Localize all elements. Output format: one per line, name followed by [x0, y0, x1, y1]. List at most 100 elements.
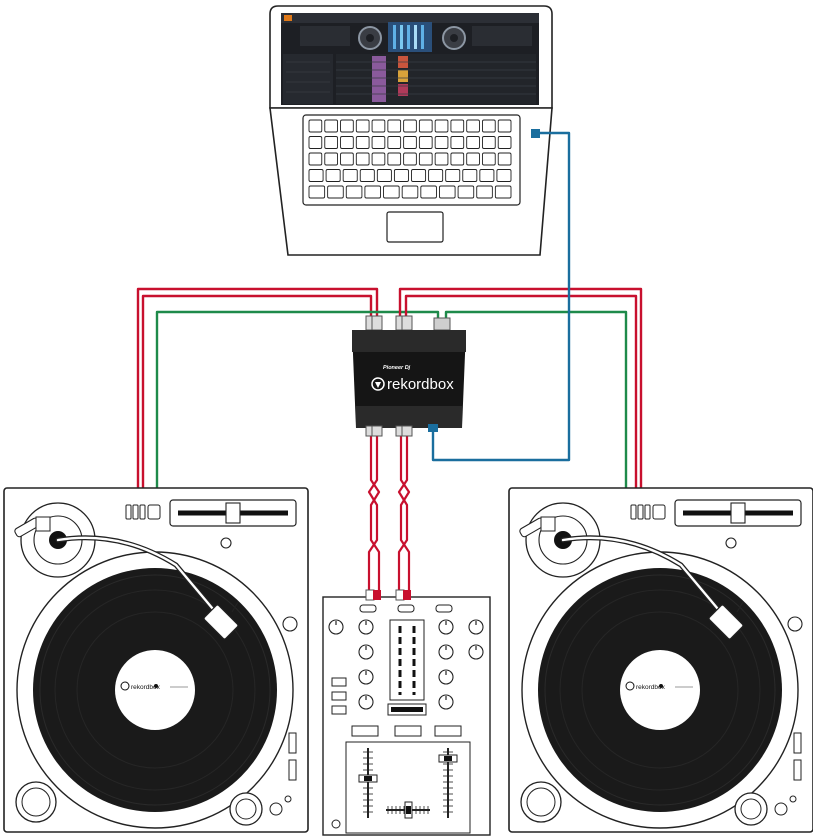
- keyboard-key: [327, 185, 344, 199]
- audio-interface: Pioneer Dj rekordbox: [352, 315, 466, 437]
- keyboard-key: [371, 136, 386, 149]
- channel-fader-left: [358, 748, 378, 818]
- keyboard-key: [428, 169, 444, 182]
- keyboard-key: [308, 152, 323, 166]
- mixer-knob: [358, 669, 374, 685]
- keyboard-key: [340, 152, 354, 166]
- keyboard-keys: [308, 119, 512, 199]
- keyboard-key: [371, 152, 386, 166]
- keyboard-key: [308, 136, 323, 149]
- keyboard-key: [434, 152, 449, 166]
- keyboard-key: [439, 185, 456, 199]
- keyboard-key: [340, 119, 354, 133]
- keyboard-key: [420, 185, 437, 199]
- headshell: [708, 604, 744, 640]
- keyboard-key: [434, 136, 449, 149]
- cable-right-ground: [444, 310, 628, 488]
- cable-left-ground: [155, 310, 440, 488]
- keyboard-key: [308, 169, 324, 182]
- turntable-right: rekordbox: [508, 487, 813, 833]
- laptop-trackpad: [386, 211, 444, 243]
- keyboard-key: [324, 119, 338, 133]
- keyboard-key: [364, 185, 381, 199]
- keyboard-key: [403, 152, 417, 166]
- interface-brand: Pioneer Dj: [383, 365, 411, 371]
- keyboard-key: [466, 136, 480, 149]
- keyboard-key: [401, 185, 419, 199]
- cable-left-audio-2: [141, 294, 373, 488]
- laptop-usb-port: [531, 129, 540, 138]
- dj-mixer: [322, 589, 491, 836]
- cable-mixer-2b: [397, 430, 409, 598]
- keyboard-key: [376, 169, 392, 182]
- keyboard-key: [403, 136, 417, 149]
- interface-body: [352, 330, 466, 428]
- interface-product: rekordbox: [387, 376, 454, 393]
- headshell: [203, 604, 239, 640]
- keyboard-key: [355, 119, 370, 133]
- keyboard-key: [466, 119, 480, 133]
- pitch-slider: [730, 502, 746, 524]
- keyboard-key: [387, 152, 402, 166]
- software-browser: [283, 54, 536, 104]
- cable-usb: [431, 131, 571, 462]
- mixer-knobs: [328, 619, 484, 710]
- keyboard-key: [496, 169, 512, 182]
- cables: [136, 131, 643, 598]
- keyboard-key: [418, 152, 433, 166]
- crossfader: [386, 801, 430, 819]
- cable-left-audio-1: [136, 287, 379, 488]
- record-label-text: rekordbox: [636, 684, 666, 691]
- cable-mixer-1a: [369, 430, 381, 598]
- keyboard-key: [308, 185, 326, 199]
- keyboard-key: [466, 152, 480, 166]
- keyboard-key: [359, 169, 375, 182]
- keyboard-key: [418, 119, 433, 133]
- mixer-knob: [358, 644, 374, 660]
- turntable-left: rekordbox: [3, 487, 309, 833]
- mixer-knob: [438, 644, 454, 660]
- keyboard-key: [497, 152, 512, 166]
- keyboard-key: [355, 136, 370, 149]
- keyboard-key: [393, 169, 409, 182]
- keyboard-key: [497, 136, 512, 149]
- keyboard-key: [345, 185, 363, 199]
- keyboard-key: [387, 119, 402, 133]
- mixer-knob: [358, 694, 374, 710]
- keyboard-key: [476, 185, 493, 199]
- keyboard-key: [457, 185, 475, 199]
- mixer-knob: [438, 694, 454, 710]
- mixer-knob: [358, 619, 374, 635]
- record-label: [115, 650, 195, 730]
- keyboard-key: [494, 185, 512, 199]
- software-decks: [300, 22, 532, 52]
- cable-mixer-2a: [399, 430, 411, 598]
- keyboard-key: [325, 169, 341, 182]
- mixer-knob: [438, 669, 454, 685]
- mixer-knob: [468, 644, 484, 660]
- keyboard-key: [355, 152, 370, 166]
- keyboard-key: [324, 136, 338, 149]
- keyboard-key: [387, 136, 402, 149]
- keyboard-key: [383, 185, 400, 199]
- keyboard-key: [371, 119, 386, 133]
- keyboard-key: [308, 119, 323, 133]
- level-meter: [389, 619, 425, 701]
- channel-fader-right: [438, 748, 458, 818]
- mixer-knob: [328, 619, 344, 635]
- cable-mixer-1b: [367, 430, 379, 598]
- keyboard-key: [445, 169, 461, 182]
- keyboard-key: [342, 169, 358, 182]
- keyboard-key: [482, 136, 496, 149]
- keyboard-key: [403, 119, 417, 133]
- keyboard-key: [418, 136, 433, 149]
- cable-right-audio-2: [404, 294, 638, 488]
- keyboard-key: [479, 169, 495, 182]
- cable-right-audio-1: [398, 287, 643, 488]
- laptop: [269, 5, 553, 256]
- keyboard-key: [434, 119, 449, 133]
- keyboard-key: [462, 169, 478, 182]
- keyboard-key: [450, 136, 465, 149]
- mixer-knob: [438, 619, 454, 635]
